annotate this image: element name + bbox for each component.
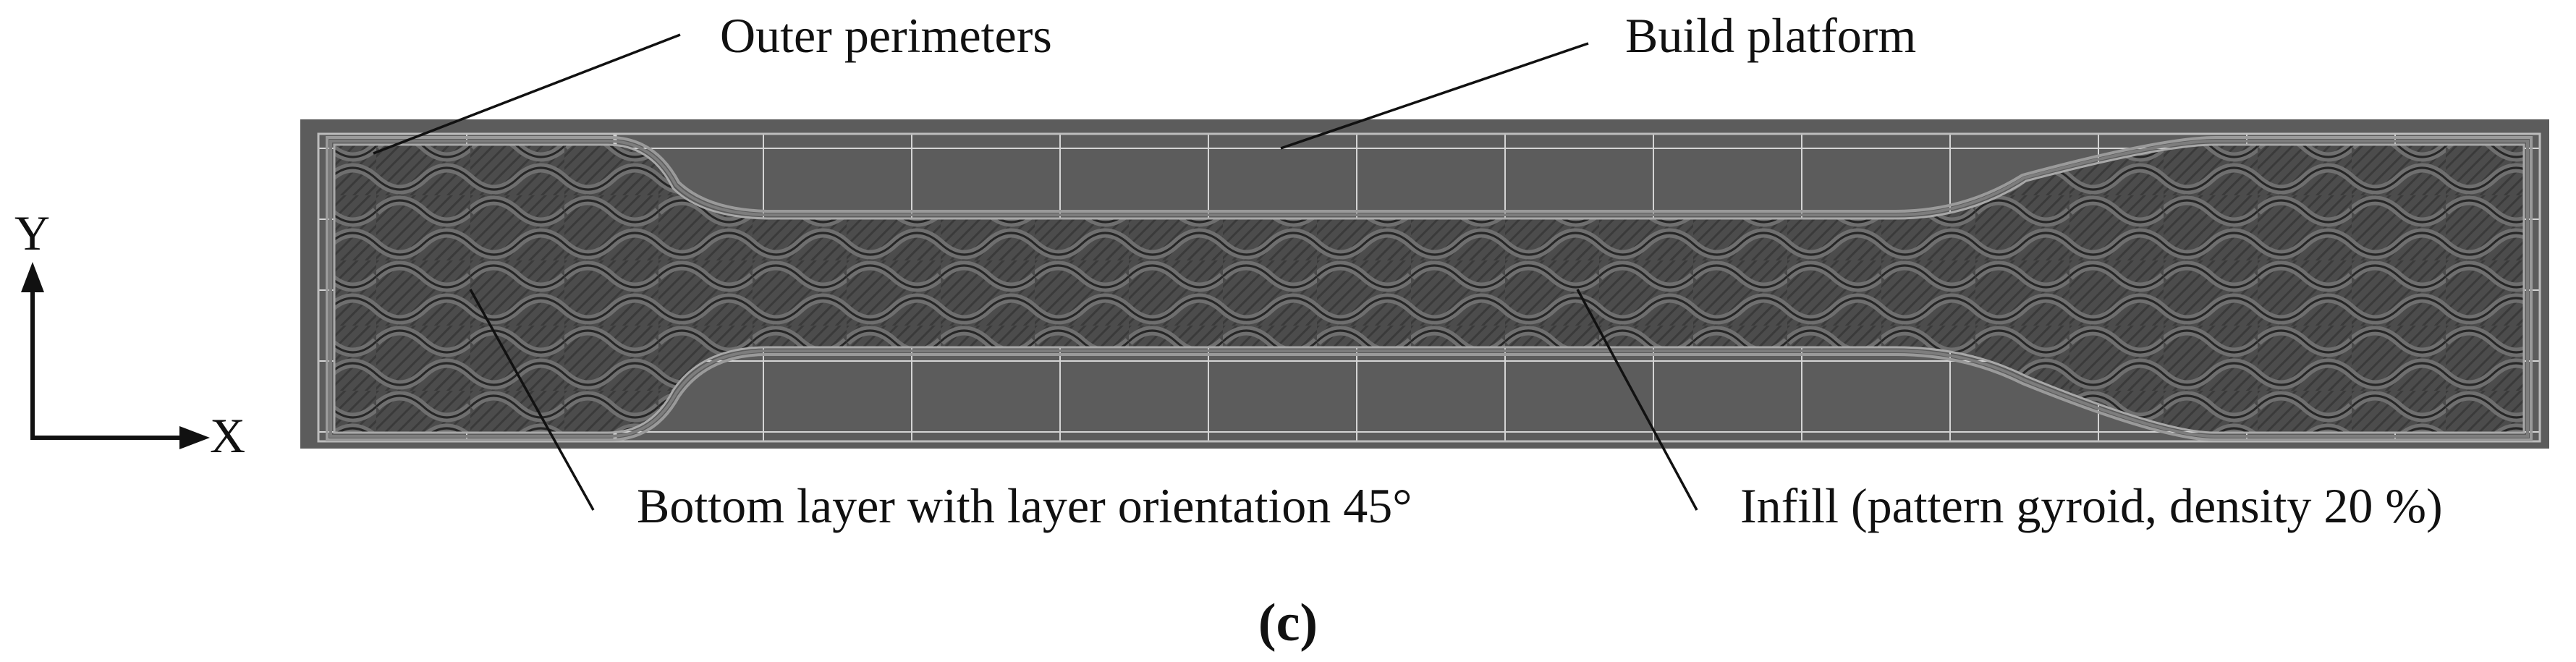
outer-perimeters-label: Outer perimeters — [720, 8, 1052, 63]
panel-label: (c) — [1258, 593, 1318, 653]
axes-indicator: Y X — [14, 205, 245, 463]
infill-label: Infill (pattern gyroid, density 20 %) — [1740, 478, 2443, 533]
x-axis-label: X — [210, 408, 245, 463]
bottom-layer-label: Bottom layer with layer orientation 45° — [637, 478, 1412, 533]
build-platform-label: Build platform — [1625, 8, 1916, 63]
y-axis-label: Y — [14, 205, 50, 260]
y-axis-arrow — [21, 262, 44, 292]
x-axis-arrow — [179, 426, 210, 449]
